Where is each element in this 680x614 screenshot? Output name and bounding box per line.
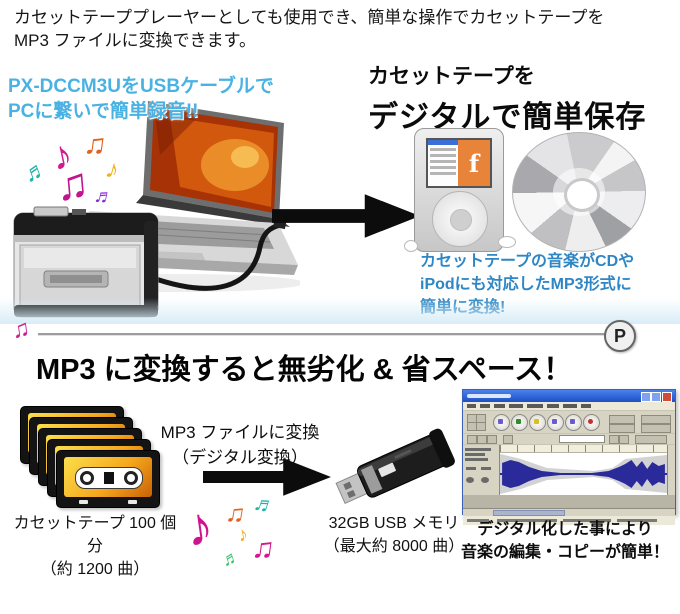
usb-caption: 32GB USB メモリ （最大約 8000 曲） <box>314 512 474 558</box>
menu-bar <box>463 402 675 411</box>
edit-caption: デジタル化した事により 音楽の編集・コピーが簡単！ <box>452 518 678 564</box>
save-note-line2: iPodにも対応したMP3形式に <box>420 276 632 293</box>
window-title-text <box>467 394 511 398</box>
flow-arrow-icon <box>272 194 420 238</box>
music-note-icon: ♫ <box>249 530 277 567</box>
cassette-caption: カセットテープ 100 個分 （約 1200 曲） <box>6 512 184 581</box>
music-note-icon: ♬ <box>92 184 117 210</box>
track-area <box>463 445 675 495</box>
horizontal-scrollbar <box>463 508 675 516</box>
empty-canvas <box>463 495 675 508</box>
ipod-album-art: f <box>458 140 490 186</box>
edit-caption-line2: 音楽の編集・コピーが簡単！ <box>460 544 669 561</box>
window-titlebar <box>463 390 675 402</box>
scrollbar-thumb <box>493 510 565 516</box>
minimize-button-icon <box>641 392 651 402</box>
music-note-icon: ♪ <box>181 495 218 559</box>
cassette-caption-line2: （約 1200 曲） <box>40 561 150 578</box>
intro-text: カセットテーププレーヤーとしても使用でき、簡単な操作でカセットテープを MP3 … <box>14 6 604 52</box>
waveform <box>500 454 667 494</box>
ipod-photo: f <box>414 128 504 252</box>
laptop-converter-photo <box>0 95 305 335</box>
music-note-icon: ♫ <box>10 314 32 345</box>
vertical-scrollbar <box>667 445 675 495</box>
music-note-icon: ♫ <box>53 158 92 211</box>
music-note-icon: ♪ <box>235 523 251 547</box>
cassette-tape-front <box>56 450 160 508</box>
ipod-click-wheel <box>432 191 488 247</box>
flow-arrow-icon <box>203 458 331 496</box>
forward-button-icon <box>565 414 582 431</box>
laptop-illustration <box>13 101 305 318</box>
cd-disc-photo <box>512 132 646 252</box>
convert-label: MP3 ファイルに変換 （デジタル変換） <box>156 420 324 470</box>
ipod-menu-list <box>428 140 458 186</box>
usb-caption-line1: 32GB USB メモリ <box>328 515 460 532</box>
status-bar <box>463 516 675 525</box>
transport-toolbar <box>463 411 675 434</box>
intro-line2: MP3 ファイルに変換できます。 <box>14 31 256 50</box>
cassette-stack-illustration <box>20 406 190 516</box>
close-button-icon <box>662 392 672 402</box>
audio-editor-window <box>462 389 676 525</box>
save-note-line1: カセットテープの音楽がCDや <box>420 253 635 270</box>
save-title-small: カセットテープを <box>368 65 535 88</box>
music-notes-illustration: ♪ ♫ ♬ ♪ ♫ ♬ <box>182 489 290 587</box>
save-title: カセットテープを デジタルで簡単保存 <box>368 60 646 136</box>
cassette-caption-line1: カセットテープ 100 個分 <box>13 515 177 555</box>
usb-caption-line2: （最大約 8000 曲） <box>323 538 465 555</box>
section-heading: MP3 に変換すると無劣化 & 省スペース！ <box>36 354 573 386</box>
intro-line1: カセットテーププレーヤーとしても使用でき、簡単な操作でカセットテープを <box>14 8 605 27</box>
brand-logo-badge: P <box>604 320 636 352</box>
record-caption: PX-DCCM3UをUSBケーブルで PCに繋いで簡単録音!! <box>8 74 274 124</box>
maximize-button-icon <box>651 392 661 402</box>
record-caption-line1: PX-DCCM3UをUSBケーブルで <box>8 76 274 97</box>
pause-button-icon <box>493 414 510 431</box>
music-note-icon: ♪ <box>102 152 123 186</box>
waveform-canvas <box>500 445 667 495</box>
music-notes-illustration: ♪ ♫ ♬ ♪ ♫ ♬ <box>19 127 142 223</box>
timeline-ruler <box>500 445 667 453</box>
search-field <box>559 435 605 443</box>
convert-label-line2: （デジタル変換） <box>172 448 308 467</box>
record-button-icon <box>583 414 600 431</box>
earbud-icon <box>404 240 418 252</box>
ipod-screen: f <box>426 138 492 188</box>
record-caption-line2: PCに繋いで簡単録音!! <box>8 101 199 122</box>
track-control-panel <box>463 445 500 495</box>
divider-line <box>38 333 610 335</box>
convert-label-line1: MP3 ファイルに変換 <box>160 423 320 442</box>
edit-toolbar <box>463 434 675 445</box>
earbud-icon <box>498 236 516 248</box>
music-note-icon: ♬ <box>219 545 243 571</box>
cassette-window <box>75 467 143 489</box>
usb-stick-photo <box>333 416 463 516</box>
music-note-icon: ♬ <box>19 154 52 189</box>
play-button-icon <box>511 414 528 431</box>
save-title-large: デジタルで簡単保存 <box>368 101 647 134</box>
edit-caption-line1: デジタル化した事により <box>477 521 653 538</box>
stop-button-icon <box>529 414 546 431</box>
rewind-button-icon <box>547 414 564 431</box>
background-gradient-band <box>0 298 680 324</box>
